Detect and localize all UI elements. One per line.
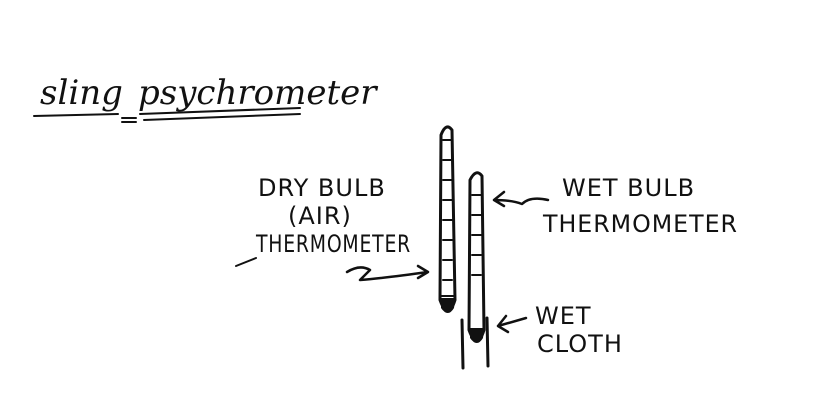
title-underline-sling bbox=[33, 113, 119, 117]
wet-bulb bbox=[470, 328, 484, 343]
dry-bulb-label: DRY BULB (AIR) THERMOMETER bbox=[235, 174, 430, 282]
wet-cloth-label-line2: CLOTH bbox=[537, 330, 623, 358]
diagram-title: sling psychrometer bbox=[33, 73, 378, 123]
dry-bulb-label-line3: THERMOMETER bbox=[255, 230, 411, 258]
dry-bulb-arrow bbox=[345, 264, 430, 282]
equals-sign bbox=[121, 117, 137, 123]
wet-bulb-label: WET BULB THERMOMETER bbox=[492, 174, 738, 238]
wet-cloth-arrow bbox=[496, 314, 528, 334]
title-word-psychrometer: psychrometer bbox=[138, 73, 378, 113]
wet-bulb-arrow bbox=[492, 190, 550, 208]
title-double-underline bbox=[139, 107, 301, 121]
wet-bulb-label-line2: THERMOMETER bbox=[542, 210, 738, 238]
dry-bulb-label-line1: DRY BULB bbox=[258, 174, 386, 202]
wet-cloth-label-line1: WET bbox=[535, 302, 592, 330]
wet-cloth bbox=[460, 316, 490, 370]
dry-bulb-label-line2: (AIR) bbox=[288, 202, 352, 230]
title-word-sling: sling bbox=[40, 73, 123, 113]
dry-bulb-thermometer bbox=[438, 125, 457, 313]
dry-bulb bbox=[441, 298, 455, 313]
wet-cloth-label: WET CLOTH bbox=[496, 302, 623, 358]
wet-bulb-label-line1: WET BULB bbox=[562, 174, 695, 202]
wet-bulb-thermometer bbox=[467, 171, 486, 343]
